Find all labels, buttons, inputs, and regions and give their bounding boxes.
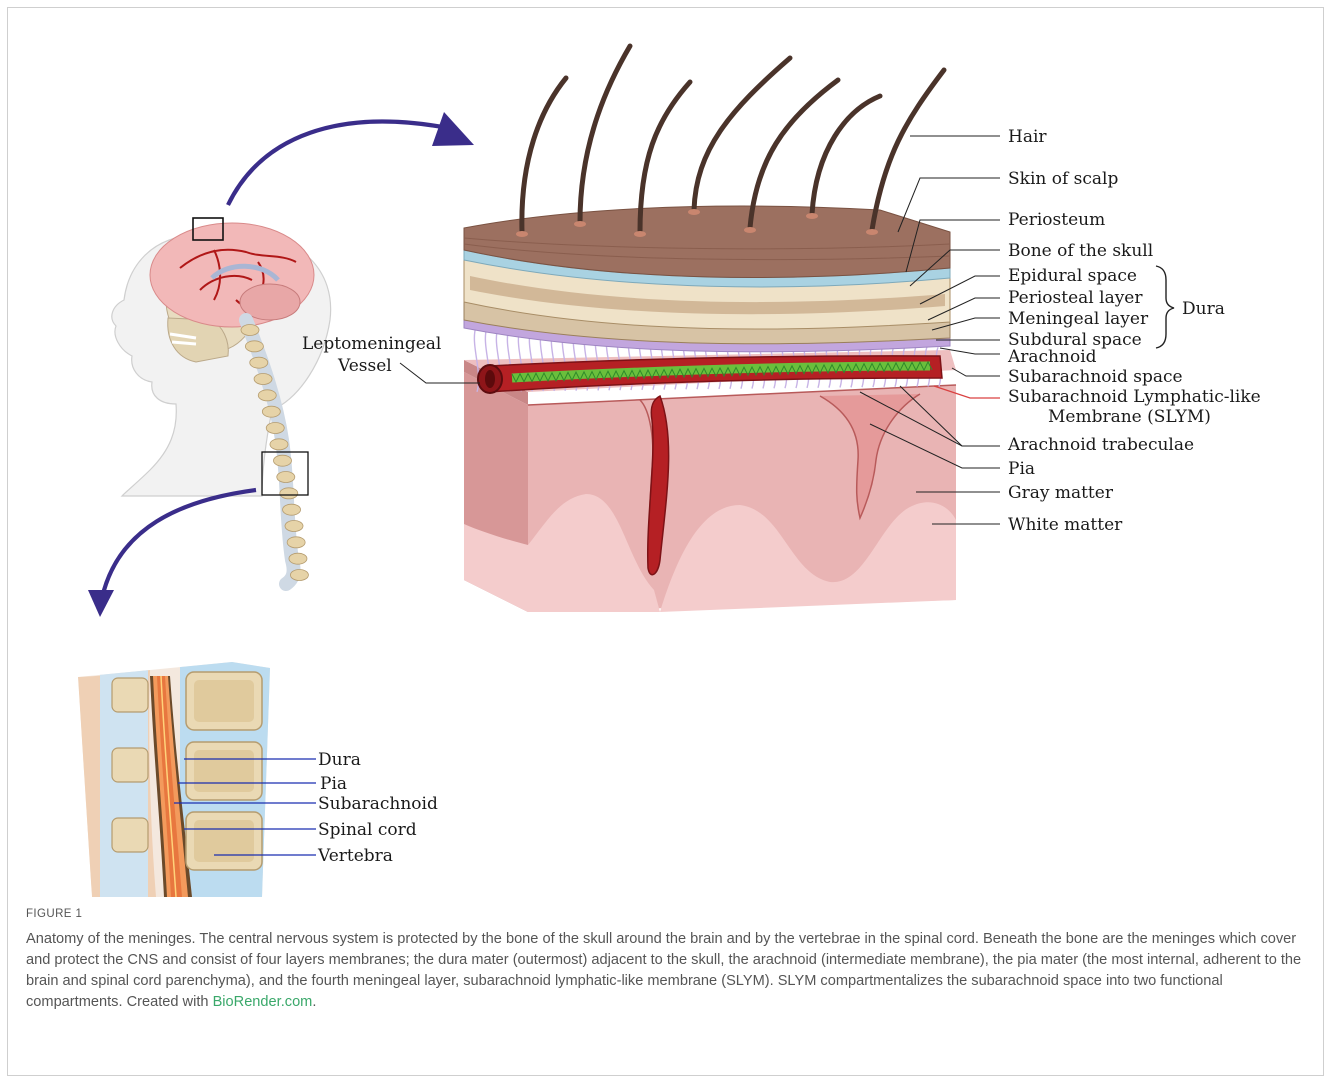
- vertebra-small: [241, 325, 259, 336]
- label-periosteum: Periosteum: [1008, 210, 1105, 230]
- label-dura-group: Dura: [1182, 299, 1225, 319]
- label-hair: Hair: [1008, 127, 1047, 147]
- label-skin: Skin of scalp: [1008, 169, 1118, 189]
- vertebra-small: [262, 406, 280, 417]
- label-spine-vertebra: Vertebra: [317, 846, 393, 866]
- biorender-link[interactable]: BioRender.com: [213, 994, 313, 1010]
- label-spine-pia: Pia: [320, 774, 347, 794]
- label-spine-cord: Spinal cord: [318, 820, 417, 840]
- vertebra-small: [245, 341, 263, 352]
- vertebra-small: [289, 553, 307, 564]
- dura-brace: [1156, 266, 1174, 348]
- vertebra-small: [287, 537, 305, 548]
- label-gray: Gray matter: [1008, 483, 1114, 503]
- label-trabeculae: Arachnoid trabeculae: [1007, 435, 1194, 455]
- figure-caption: Anatomy of the meninges. The central ner…: [26, 929, 1316, 1013]
- meninges-block: [464, 46, 956, 612]
- figure-label: FIGURE 1: [26, 908, 82, 920]
- vertebra-small: [274, 455, 292, 466]
- vertebra-small: [285, 521, 303, 532]
- vertebral-bodies: [112, 672, 262, 870]
- label-pia: Pia: [1008, 459, 1035, 479]
- label-periosteal: Periosteal layer: [1008, 288, 1143, 308]
- spine-detail: [70, 650, 280, 900]
- spine-labels: Dura Pia Subarachnoid Spinal cord Verteb…: [317, 750, 438, 866]
- label-bone: Bone of the skull: [1008, 241, 1153, 261]
- vertebral-core: [194, 750, 254, 792]
- vertebra-small: [254, 374, 272, 385]
- vessel-lumen: [485, 370, 495, 388]
- arrow-to-spine: [102, 490, 256, 598]
- vertebra-small: [258, 390, 276, 401]
- vertebra-small: [250, 357, 268, 368]
- label-slym-2: Membrane (SLYM): [1048, 407, 1211, 427]
- hair-strands: [522, 46, 944, 232]
- label-vessel-2: Vessel: [337, 356, 392, 376]
- arrow-head-bottom: [88, 590, 114, 617]
- vertebra-small: [283, 504, 301, 515]
- label-subarachnoid-space: Subarachnoid space: [1008, 367, 1183, 387]
- vertebra-small: [277, 472, 295, 483]
- spinous-process: [112, 748, 148, 782]
- arrow-to-meninges: [228, 122, 448, 205]
- vertebra-small: [270, 439, 288, 450]
- label-slym-1: Subarachnoid Lymphatic-like: [1008, 387, 1261, 407]
- caption-end: .: [312, 994, 316, 1010]
- label-spine-dura: Dura: [318, 750, 361, 770]
- spinous-process: [112, 678, 148, 712]
- label-meningeal: Meningeal layer: [1008, 309, 1149, 329]
- head-illustration: [88, 112, 474, 617]
- label-epidural: Epidural space: [1008, 266, 1137, 286]
- label-arachnoid: Arachnoid: [1007, 347, 1097, 367]
- label-vessel-1: Leptomeningeal: [302, 334, 441, 354]
- vertebra-small: [290, 570, 308, 581]
- meninges-figure: Hair Skin of scalp Periosteum Bone of th…: [0, 0, 1331, 900]
- arrow-head-top: [432, 112, 474, 146]
- vertebra-small: [266, 423, 284, 434]
- vertebra-small: [280, 488, 298, 499]
- vertebral-core: [194, 820, 254, 862]
- spinous-process: [112, 818, 148, 852]
- vertebral-core: [194, 680, 254, 722]
- label-white: White matter: [1008, 515, 1123, 535]
- label-spine-subarachnoid: Subarachnoid: [318, 794, 438, 814]
